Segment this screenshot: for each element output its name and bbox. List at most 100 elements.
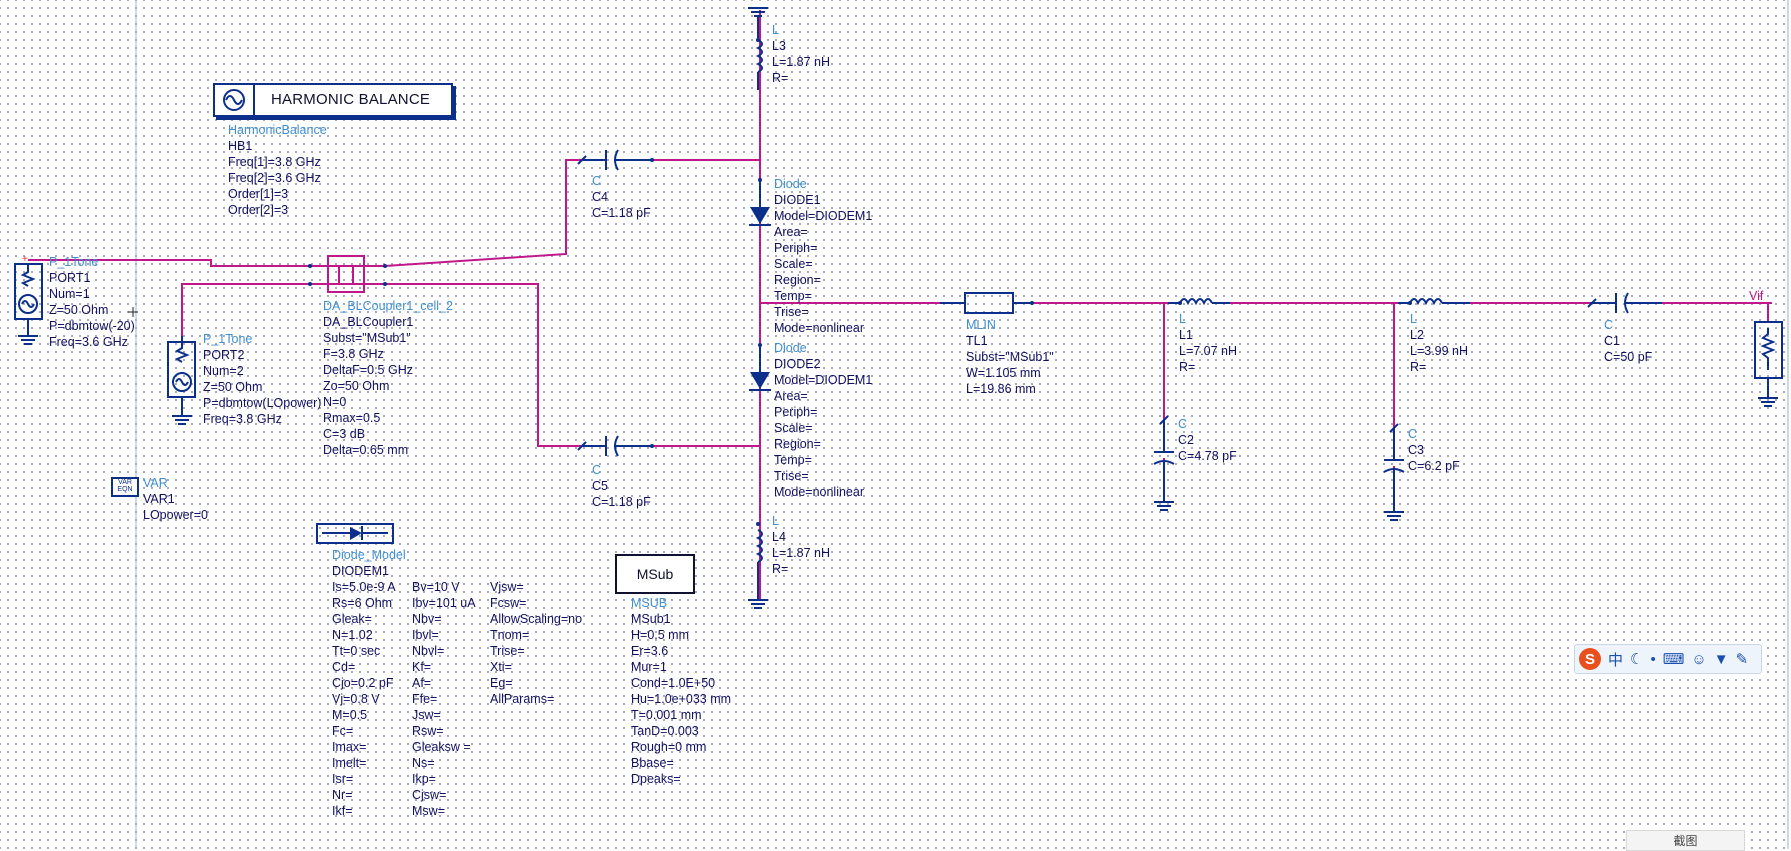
param-line: Ikf=	[332, 804, 353, 818]
param-line: Scale=	[774, 257, 813, 271]
param-line: AllParams=	[490, 692, 555, 706]
param-line: Xti=	[490, 660, 512, 674]
person-icon[interactable]: ☺	[1691, 650, 1707, 668]
param-line: L	[772, 514, 779, 528]
param-line: Fc=	[332, 724, 354, 738]
param-line: Tt=0 sec	[332, 644, 381, 658]
param-line: Mode=nonlinear	[774, 321, 864, 335]
param-line: L=3.99 nH	[1410, 344, 1469, 358]
param-line: Temp=	[774, 453, 812, 467]
param-line: N=0	[323, 395, 347, 409]
coupler-symbol[interactable]	[308, 255, 387, 293]
harmonic-balance-controller[interactable]: HARMONIC BALANCE	[213, 83, 453, 117]
param-line: Scale=	[774, 421, 813, 435]
mlin-symbol[interactable]	[940, 292, 1034, 314]
c4-symbol[interactable]	[577, 149, 654, 171]
dot-icon[interactable]: •	[1650, 650, 1656, 668]
param-line: TL1	[966, 334, 988, 348]
c1-symbol[interactable]	[1587, 292, 1662, 314]
c5-symbol[interactable]	[577, 435, 654, 457]
wrench-icon[interactable]: ✎	[1735, 651, 1749, 668]
param-line: P_1Tone	[49, 255, 99, 269]
param-line: Kf=	[412, 660, 432, 674]
hb-sim-icon	[215, 85, 255, 115]
param-line: Subst="MSub1"	[323, 331, 411, 345]
param-line: LOpower=0	[143, 508, 208, 522]
screenshot-tab[interactable]: 截图	[1626, 830, 1745, 851]
param-line: Gleak=	[332, 612, 372, 626]
port2-symbol[interactable]	[167, 336, 196, 425]
ime-logo[interactable]: S	[1579, 648, 1601, 670]
param-line: Zo=50 Ohm	[323, 379, 390, 393]
param-line: T=0.001 mm	[631, 708, 702, 722]
param-line: Af=	[412, 676, 432, 690]
param-line: R=	[1179, 360, 1196, 374]
moon-icon[interactable]: ☾	[1630, 651, 1644, 668]
param-line: Diode_Model	[332, 548, 406, 562]
param-line: C=4.78 pF	[1178, 449, 1237, 463]
param-line: C	[1604, 318, 1614, 332]
ime-chinese-mode[interactable]: 中	[1608, 651, 1624, 669]
param-line: Tnom=	[490, 628, 530, 642]
param-line: Z=50 Ohm	[203, 380, 263, 394]
param-line: Ffe=	[412, 692, 438, 706]
param-line: Cjo=0.2 pF	[332, 676, 394, 690]
l4-symbol[interactable]	[748, 522, 768, 609]
param-line: Ibv=101 uA	[412, 596, 476, 610]
param-line: C	[592, 463, 602, 477]
param-line: C	[1408, 427, 1418, 441]
diode1-symbol[interactable]	[749, 178, 771, 226]
diode2-symbol[interactable]	[749, 343, 771, 391]
l3-symbol[interactable]	[748, 7, 768, 90]
param-line: L3	[772, 39, 786, 53]
param-line: Vj=0.8 V	[332, 692, 380, 706]
diode-model-symbol[interactable]	[316, 523, 394, 544]
param-line: Freq[1]=3.8 GHz	[228, 155, 321, 169]
msub-symbol[interactable]: MSub	[615, 554, 695, 594]
var-eqn-icon[interactable]: VAR EQN	[111, 477, 139, 497]
param-line: Num=1	[49, 287, 90, 301]
c3-symbol[interactable]	[1383, 423, 1405, 521]
param-line: H=0.5 mm	[631, 628, 690, 642]
param-line: C2	[1178, 433, 1194, 447]
param-line: R=	[1410, 360, 1427, 374]
param-line: C=6.2 pF	[1408, 459, 1460, 473]
c2-symbol[interactable]	[1153, 415, 1175, 511]
param-line: C=3 dB	[323, 427, 366, 441]
param-line: Nbvl=	[412, 644, 445, 658]
param-line: Diode	[774, 177, 807, 191]
param-line: Is=5.0e-9 A	[332, 580, 396, 594]
param-line: Bbase=	[631, 756, 674, 770]
param-line: L	[772, 23, 779, 37]
cursor-crosshair	[128, 307, 138, 317]
param-line: L=19.86 mm	[966, 382, 1036, 396]
param-line: PORT2	[203, 348, 245, 362]
ime-toolbar[interactable]: S 中 ☾ • ⌨ ☺ ▼ ✎	[1574, 644, 1762, 674]
param-line: DIODE2	[774, 357, 821, 371]
param-line: MLIN	[966, 318, 996, 332]
param-line: Er=3.6	[631, 644, 669, 658]
port1-symbol[interactable]: +	[14, 254, 43, 345]
l2-symbol[interactable]	[1398, 298, 1470, 306]
param-line: Mur=1	[631, 660, 667, 674]
keyboard-icon[interactable]: ⌨	[1662, 651, 1685, 668]
param-line: Eg=	[490, 676, 513, 690]
param-line: Diode	[774, 341, 807, 355]
output-termination-symbol[interactable]	[1754, 321, 1783, 407]
param-line: Jsw=	[412, 708, 441, 722]
param-line: Region=	[774, 273, 821, 287]
l1-symbol[interactable]	[1168, 298, 1230, 306]
shirt-icon[interactable]: ▼	[1713, 650, 1729, 668]
param-line: HB1	[228, 139, 253, 153]
